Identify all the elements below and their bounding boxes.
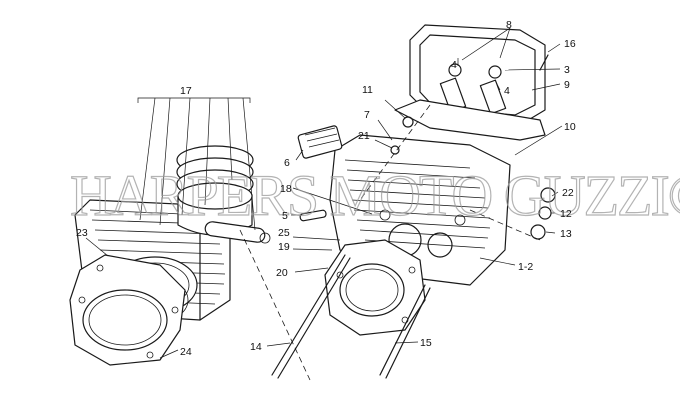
label-7: 7 xyxy=(364,109,370,121)
centre-lines xyxy=(239,104,541,381)
label-4b: 4 xyxy=(504,85,510,97)
label-3: 3 xyxy=(564,64,570,76)
label-12: 12 xyxy=(560,208,572,220)
label-21: 21 xyxy=(358,130,370,142)
piston-rings xyxy=(176,145,271,244)
head-gasket xyxy=(324,239,426,336)
label-1-2: 1-2 xyxy=(518,261,533,273)
label-8: 8 xyxy=(506,19,512,31)
label-20: 20 xyxy=(276,267,288,279)
label-10: 10 xyxy=(564,121,576,133)
label-5: 5 xyxy=(282,210,288,222)
label-14: 14 xyxy=(250,341,262,353)
label-17: 17 xyxy=(180,85,192,97)
label-19: 19 xyxy=(278,241,290,253)
label-17-bracket xyxy=(137,97,256,231)
label-9: 9 xyxy=(564,79,570,91)
label-16: 16 xyxy=(564,38,576,50)
label-23: 23 xyxy=(76,227,88,239)
part-labels: 17 23 24 6 18 5 25 19 20 14 15 11 7 21 8… xyxy=(76,19,576,358)
studs xyxy=(271,254,431,379)
small-parts xyxy=(299,54,556,240)
label-18: 18 xyxy=(280,183,292,195)
label-11: 11 xyxy=(362,84,373,96)
watermark: HARPERS MOTO GUZZI© xyxy=(70,163,680,228)
label-25: 25 xyxy=(278,227,290,239)
label-4a: 4 xyxy=(451,59,457,71)
label-13: 13 xyxy=(560,228,572,240)
label-24: 24 xyxy=(180,346,192,358)
label-22: 22 xyxy=(562,187,574,199)
filter-plate xyxy=(297,125,343,159)
label-6: 6 xyxy=(284,157,290,169)
leader-lines xyxy=(85,27,563,359)
rocker-gasket xyxy=(394,99,546,141)
label-15: 15 xyxy=(420,337,432,349)
cylinder-base-gasket xyxy=(69,254,186,366)
valve-cover xyxy=(409,24,546,126)
